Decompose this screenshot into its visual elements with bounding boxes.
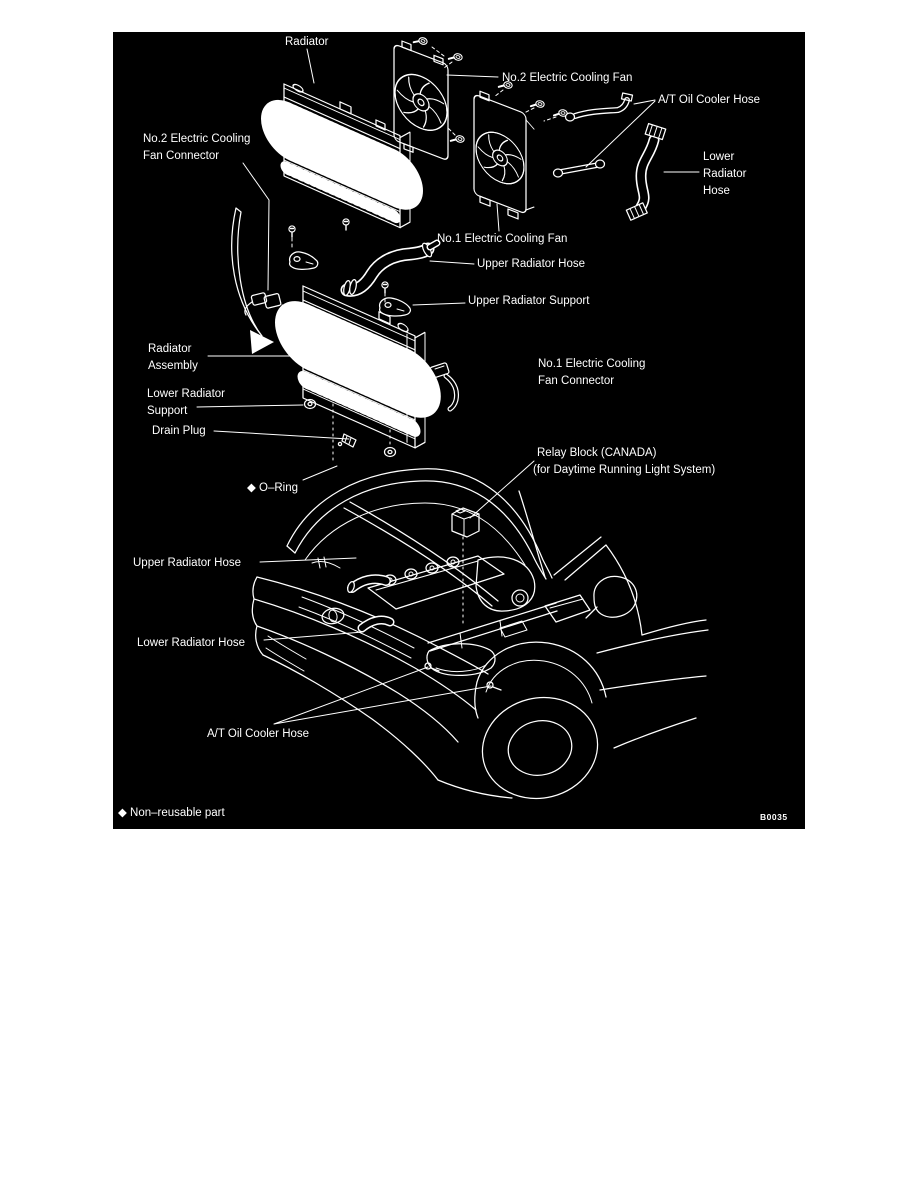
diagram-line-art [196, 34, 709, 800]
label-at-oil-cooler-hose-car: A/T Oil Cooler Hose [207, 728, 310, 740]
curved-arrow [231, 207, 274, 354]
relay-block-illustration [451, 507, 480, 538]
label-upper-radiator-hose-part: Upper Radiator Hose [477, 258, 586, 270]
label-lower-radiator-hose-car: Lower Radiator Hose [137, 637, 246, 649]
label-lower-radiator-hose-part: Lower Radiator Hose [703, 151, 747, 197]
label-no2-fan-connector: No.2 Electric Cooling Fan Connector [143, 133, 251, 162]
lower-radiator-hose-illustration [625, 122, 667, 221]
label-lower-radiator-support: Lower Radiator Support [147, 388, 225, 417]
label-no1-fan-connector: No.1 Electric Cooling Fan Connector [538, 358, 646, 387]
label-no2-fan: No.2 Electric Cooling Fan [502, 72, 633, 84]
figure-footnote: ◆ Non–reusable part [118, 807, 225, 819]
label-upper-radiator-support: Upper Radiator Support [468, 295, 590, 307]
leader-lines [196, 48, 700, 725]
radiator-exploded-view-figure: Radiator No.2 Electric Cooling Fan A/T O… [113, 32, 805, 829]
vehicle-illustration [251, 468, 709, 800]
upper-radiator-hose-illustration [340, 239, 441, 297]
label-radiator: Radiator [285, 36, 329, 48]
at-oil-cooler-hoses-illustration [552, 92, 634, 178]
no1-fan-illustration [473, 90, 535, 220]
label-o-ring: ◆ O–Ring [247, 482, 299, 494]
figure-code: B0035 [760, 812, 788, 822]
label-no1-fan: No.1 Electric Cooling Fan [437, 233, 568, 245]
label-relay-block: Relay Block (CANADA) (for Daytime Runnin… [533, 447, 716, 476]
label-at-oil-cooler-hose: A/T Oil Cooler Hose [658, 94, 761, 106]
label-upper-radiator-hose-car: Upper Radiator Hose [133, 557, 242, 569]
fastener-set [288, 34, 569, 303]
label-radiator-assembly: Radiator Assembly [148, 343, 198, 372]
label-drain-plug: Drain Plug [152, 425, 206, 437]
radiator-assembly-illustration [275, 285, 443, 463]
top-radiator-illustration [261, 83, 423, 229]
no1-fan-connector-illustration [429, 362, 459, 412]
no2-fan-illustration [393, 40, 449, 160]
